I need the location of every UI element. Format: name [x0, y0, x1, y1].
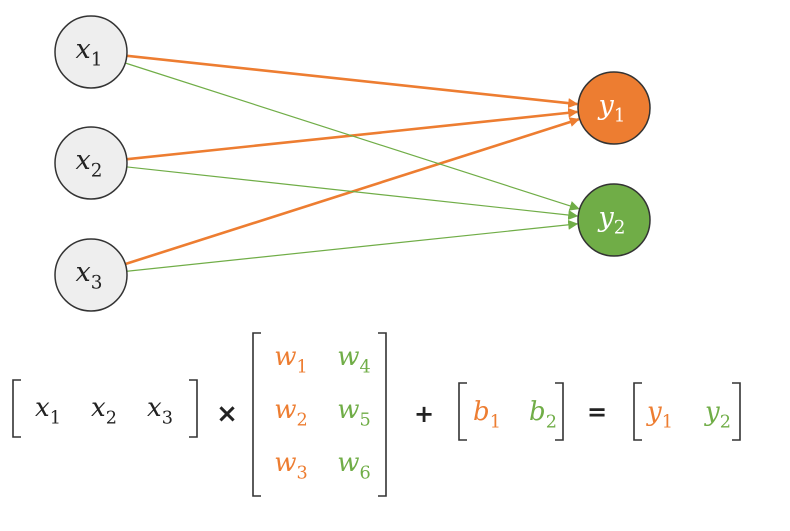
y-vector-entry: y1: [646, 397, 673, 432]
w-matrix-entry: w3: [274, 448, 308, 483]
input-node-circle: [54, 126, 128, 200]
input-node-circle: [54, 238, 128, 312]
x-vector-entry: x2: [91, 393, 117, 428]
b-vector-entry: b2: [529, 397, 557, 432]
input-node-circle: [54, 15, 128, 89]
output-node-circle: [577, 71, 651, 145]
times-operator: ×: [216, 399, 238, 429]
input-node-x2: x2: [54, 126, 128, 200]
matrix-equation: x1 x2 x3 × w1 w4 w2 w5 w3 w6 + b1 b2 = y1 y2: [12, 332, 741, 497]
input-node-x3: x3: [54, 238, 128, 312]
w-matrix-left-bracket: [252, 332, 261, 497]
input-node-label: x1: [76, 34, 103, 71]
w-matrix-entry: w6: [337, 448, 371, 483]
edge-x1-y1: [126, 54, 579, 109]
x-vector-entry: x1: [35, 393, 61, 428]
b-vector-right-bracket: [555, 382, 564, 441]
w-matrix-right-bracket: [378, 332, 387, 497]
output-node-label: y2: [598, 202, 626, 239]
output-node-circle: [577, 183, 651, 257]
input-node-x1: x1: [54, 15, 128, 89]
x-vector-left-bracket: [12, 379, 21, 438]
nodes-layer: x1 x2 x3 y1 y2: [54, 15, 651, 312]
w-matrix-entry: w5: [337, 395, 371, 430]
output-node-y2: y2: [577, 183, 651, 257]
y-vector-right-bracket: [732, 382, 741, 441]
edge-x2-y2: [126, 166, 579, 220]
w-matrix-entry: w1: [274, 342, 308, 377]
input-node-label: x2: [76, 145, 103, 182]
w-matrix-entry: w2: [274, 395, 308, 430]
y-vector-entry: y2: [704, 397, 731, 432]
edge-x3-y2: [126, 219, 579, 272]
equals-operator: =: [587, 398, 607, 426]
x-vector-entry: x3: [147, 393, 173, 428]
input-node-label: x3: [76, 257, 103, 294]
b-vector-entry: b1: [473, 397, 501, 432]
edge-x1-y2: [125, 62, 580, 211]
output-node-label: y1: [598, 90, 626, 127]
output-node-y1: y1: [577, 71, 651, 145]
plus-operator: +: [414, 400, 434, 428]
b-vector-left-bracket: [458, 382, 467, 441]
edges-layer: [124, 54, 580, 272]
w-matrix-entry: w4: [337, 342, 371, 377]
x-vector-right-bracket: [189, 379, 198, 438]
y-vector-left-bracket: [633, 382, 642, 441]
